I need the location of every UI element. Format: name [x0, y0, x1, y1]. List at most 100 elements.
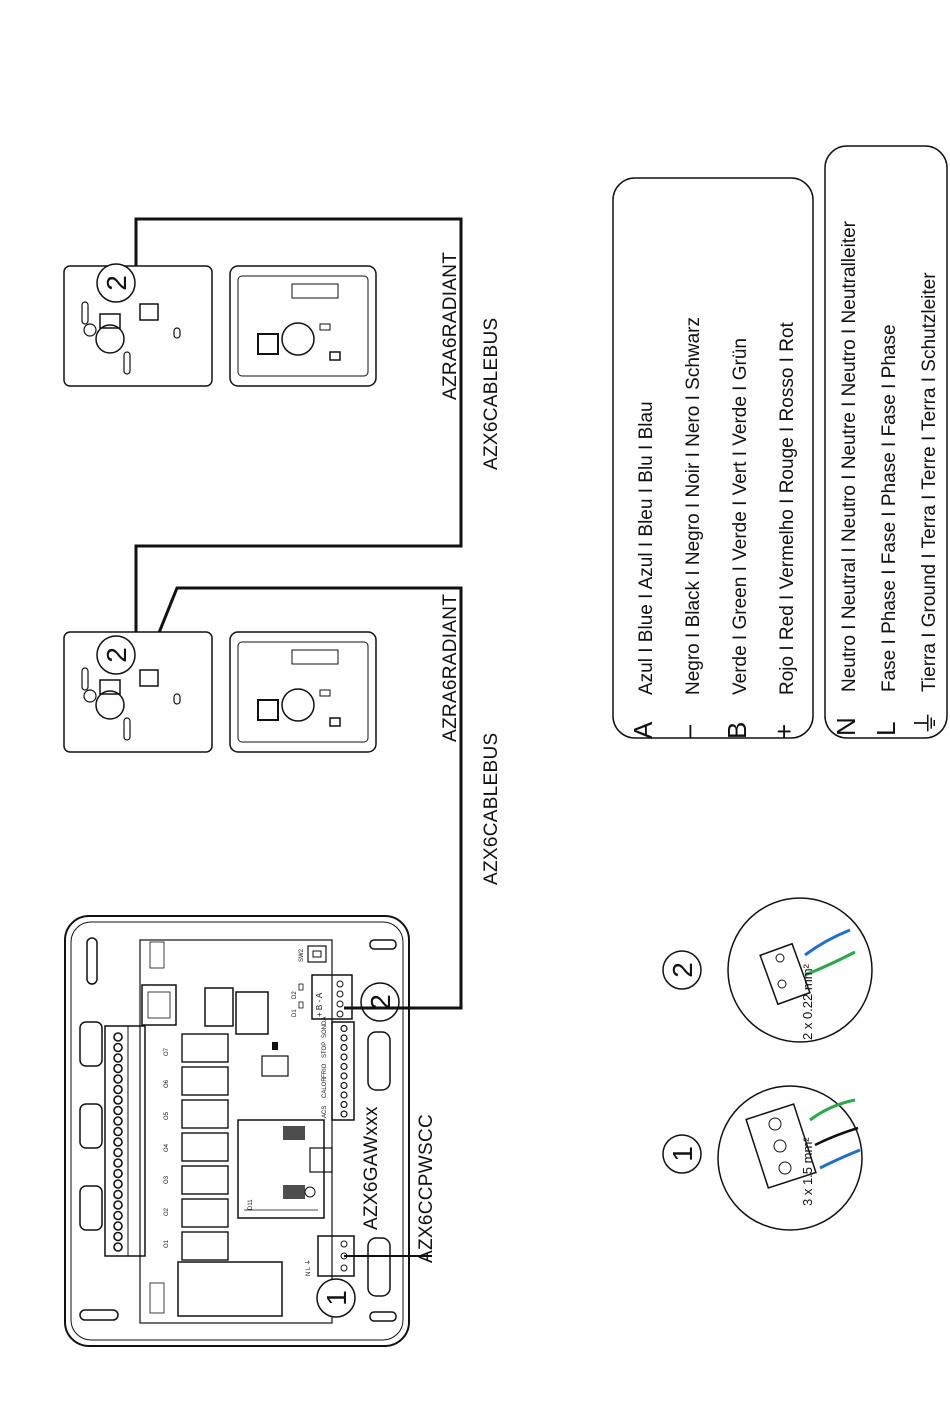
thermostat-2: 2 AZRA6RADIANT — [63, 252, 461, 400]
legend-symbol: ⏚ — [911, 710, 941, 736]
legend-symbol: L — [871, 722, 901, 736]
detail-callout-2 — [662, 950, 702, 990]
input-terminal-screw — [340, 1062, 348, 1071]
relay — [181, 1198, 229, 1228]
bus-cable-2-label: AZX6CABLEBUS — [481, 318, 502, 471]
output-terminal-screw — [113, 1210, 123, 1221]
gateway-module-label: AZX6GAWxxx — [361, 1106, 382, 1230]
main-controller-label: AZX6CCPWSCC — [416, 1114, 437, 1263]
mounting-slot — [79, 1309, 119, 1321]
output-terminal-screw — [113, 1126, 123, 1137]
legend-symbol: N — [831, 717, 861, 736]
bus-cable-1-line — [138, 586, 463, 1010]
input-terminal-screw — [340, 1034, 348, 1042]
sw2-label: SW2 — [299, 948, 305, 962]
input-terminal-screw — [340, 1053, 348, 1061]
ethernet-port — [141, 984, 177, 1026]
relay — [181, 1165, 229, 1195]
output-terminal-screw — [113, 1137, 123, 1147]
output-terminal-screw — [113, 1168, 123, 1179]
connector-detail-2: 2 2 x 0.22 mm² — [662, 897, 873, 1043]
cable-gland — [367, 1237, 391, 1297]
legend-entry: Tierra I Ground I Terra I Terre I Terra … — [919, 272, 940, 692]
legend-entry: Azul I Blue I Azul I Bleu I Blu I Blau — [636, 401, 657, 695]
callout-2-bus — [360, 982, 400, 1022]
output-label-o7: O7 — [164, 1047, 170, 1056]
output-terminal-screw — [113, 1084, 123, 1095]
mounting-slot — [86, 937, 98, 985]
input-terminal-screw — [340, 1081, 348, 1090]
input-terminal-screw — [340, 1043, 348, 1052]
input-label-calor: CALOR — [322, 1077, 328, 1098]
input-terminal-screw — [340, 1024, 348, 1033]
blue-wire — [804, 928, 851, 957]
power-supply — [177, 1261, 283, 1317]
output-terminal-screw — [113, 1116, 123, 1126]
input-terminals — [331, 1021, 355, 1121]
output-terminals — [104, 1025, 146, 1257]
thermostat-1-callout-number: 2 — [101, 647, 132, 663]
output-terminal-screw — [113, 1042, 123, 1053]
detail-callout-1 — [662, 1134, 702, 1174]
input-terminal-screw — [340, 1100, 348, 1109]
thermostat-2-callout-number: 2 — [101, 275, 132, 291]
pcb — [139, 939, 333, 1324]
pin-header — [149, 1282, 165, 1314]
thermostat-1-label: AZRA6RADIANT — [440, 594, 461, 742]
detail-1-magnifier — [717, 1085, 863, 1231]
input-terminal-screw — [340, 1110, 348, 1118]
thermostat-1-bus-terminal — [139, 669, 159, 687]
bus-wiring — [134, 217, 463, 1010]
thermostat-2-label: AZRA6RADIANT — [440, 252, 461, 400]
detail-2-magnifier — [727, 897, 873, 1043]
connector-detail-1: 1 3 x 1.5 mm² — [662, 1085, 863, 1231]
callout-2-bus-number: 2 — [365, 994, 396, 1010]
output-label-o2: O2 — [164, 1207, 170, 1216]
legend-entry: Fase I Phase I Fase I Phase I Fase I Pha… — [879, 324, 900, 692]
legend-symbol: − — [675, 724, 705, 739]
pin-header — [149, 941, 165, 969]
output-terminal-screw — [113, 1095, 123, 1105]
output-terminal-screw — [113, 1032, 123, 1042]
legend-entry: Verde I Green I Verde I Vert I Verde I G… — [730, 338, 751, 695]
output-terminal-screw — [113, 1063, 123, 1074]
output-terminal-screw — [113, 1231, 123, 1242]
green-wire — [804, 950, 856, 977]
sw2-switch — [307, 945, 327, 963]
cable-section-2: 2 x 0.22 mm² — [800, 963, 815, 1040]
gateway-module — [237, 1119, 333, 1219]
bus-terminal-label: + B - A — [315, 992, 324, 1017]
legend-entry: Negro I Black I Negro I Noir I Nero I Sc… — [683, 317, 704, 695]
led-d1-label: D1 — [292, 1009, 298, 1017]
legend-symbol: A — [628, 721, 658, 739]
callout-1-power — [316, 1278, 356, 1318]
input-label-frio: FRIO — [322, 1063, 328, 1078]
bus-cable-1-label: AZX6CABLEBUS — [481, 733, 502, 886]
cable-section-1: 3 x 1.5 mm² — [800, 1137, 815, 1206]
thermostat-2-bus-terminal — [139, 303, 159, 321]
relay — [181, 1099, 229, 1129]
input-label-acs: ACS — [322, 1106, 328, 1118]
output-terminal-screw — [113, 1200, 123, 1210]
legend-symbol: B — [722, 722, 752, 739]
led-d2-label: D2 — [292, 991, 298, 999]
output-terminal-screw — [113, 1179, 123, 1189]
relay — [181, 1033, 229, 1063]
thermostat-1: 2 AZRA6RADIANT — [63, 594, 461, 753]
output-terminal-screw — [113, 1074, 123, 1084]
led-d11-label: D11 — [248, 1199, 254, 1210]
bus-terminal: + B - A — [311, 974, 353, 1020]
relay — [181, 1231, 229, 1261]
output-terminal-screw — [113, 1105, 123, 1116]
legend-entry: Rojo I Red I Vermelho I Rouge I Rosso I … — [777, 321, 798, 695]
input-label-sonda: SONDA — [322, 1017, 328, 1038]
power-terminal-label: N L ⏚ — [305, 1259, 312, 1276]
output-terminal-screw — [113, 1189, 123, 1200]
detail-callout-1-number: 1 — [667, 1146, 698, 1162]
cable-gland — [367, 1031, 391, 1091]
callout-1-power-number: 1 — [321, 1290, 352, 1306]
output-terminal-screw — [113, 1221, 123, 1231]
output-label-o4: O4 — [164, 1143, 170, 1152]
